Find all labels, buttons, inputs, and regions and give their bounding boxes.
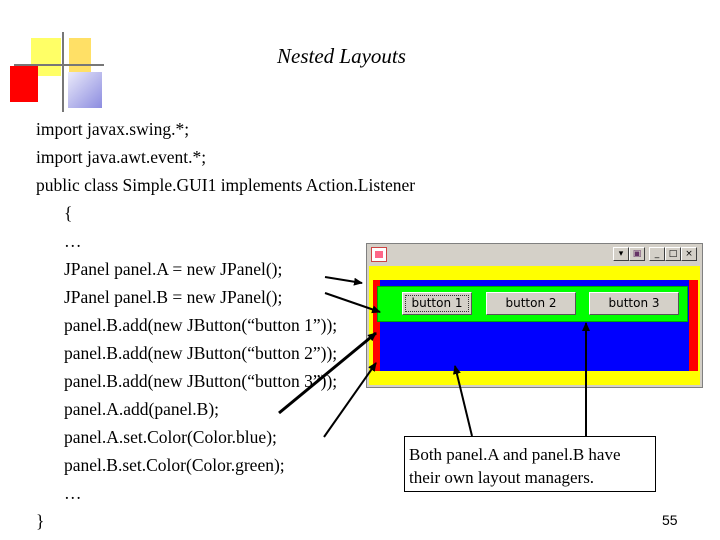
window-pin-icon[interactable]: ▣ <box>629 247 645 261</box>
code-line: { <box>64 203 73 223</box>
code-line: panel.B.set.Color(Color.green); <box>64 455 285 475</box>
button-1[interactable]: button 1 <box>402 292 472 315</box>
code-listing: import javax.swing.*; import java.awt.ev… <box>36 115 415 535</box>
callout-line-1: Both panel.A and panel.B have <box>409 445 621 464</box>
window-menu-icon[interactable]: ▾ <box>613 247 629 261</box>
button-3[interactable]: button 3 <box>589 292 679 315</box>
border-red-right <box>689 280 698 371</box>
code-line: public class Simple.GUI1 implements Acti… <box>36 175 416 195</box>
code-line: … <box>64 483 82 503</box>
decor-vertical-line <box>62 32 64 112</box>
code-line: panel.B.add(new JButton(“button 1”)); <box>64 315 338 335</box>
code-line: panel.B.add(new JButton(“button 2”)); <box>64 343 338 363</box>
code-line: JPanel panel.B = new JPanel(); <box>64 287 283 307</box>
java-app-icon <box>371 247 387 262</box>
window-titlebar: ▾ ▣ _ □ × <box>367 244 702 266</box>
decor-blue-square <box>68 72 102 108</box>
callout-line-2: their own layout managers. <box>409 468 595 487</box>
callout-box: Both panel.A and panel.B have their own … <box>404 436 656 492</box>
minimize-icon[interactable]: _ <box>649 247 665 261</box>
decor-horizontal-line <box>14 64 104 66</box>
maximize-icon[interactable]: □ <box>665 247 681 261</box>
code-line: … <box>64 231 82 251</box>
code-line: panel.B.add(new JButton(“button 3”)); <box>64 371 338 391</box>
swing-window: ▾ ▣ _ □ × button 1 button 2 button 3 <box>366 243 703 388</box>
decor-red-square <box>10 66 38 102</box>
page-number: 55 <box>662 512 678 528</box>
slide-title: Nested Layouts <box>277 44 406 68</box>
button-2[interactable]: button 2 <box>486 292 576 315</box>
close-icon[interactable]: × <box>681 247 697 261</box>
panel-b: button 1 button 2 button 3 <box>377 286 688 322</box>
code-line: panel.A.add(panel.B); <box>64 399 220 419</box>
code-line: panel.A.set.Color(Color.blue); <box>64 427 277 447</box>
border-red-left <box>373 280 380 371</box>
code-line: import javax.swing.*; <box>36 119 190 139</box>
decor-yellow-square-2 <box>69 38 91 76</box>
code-line: JPanel panel.A = new JPanel(); <box>64 259 283 279</box>
code-line: } <box>36 511 45 531</box>
code-line: import java.awt.event.*; <box>36 147 207 167</box>
